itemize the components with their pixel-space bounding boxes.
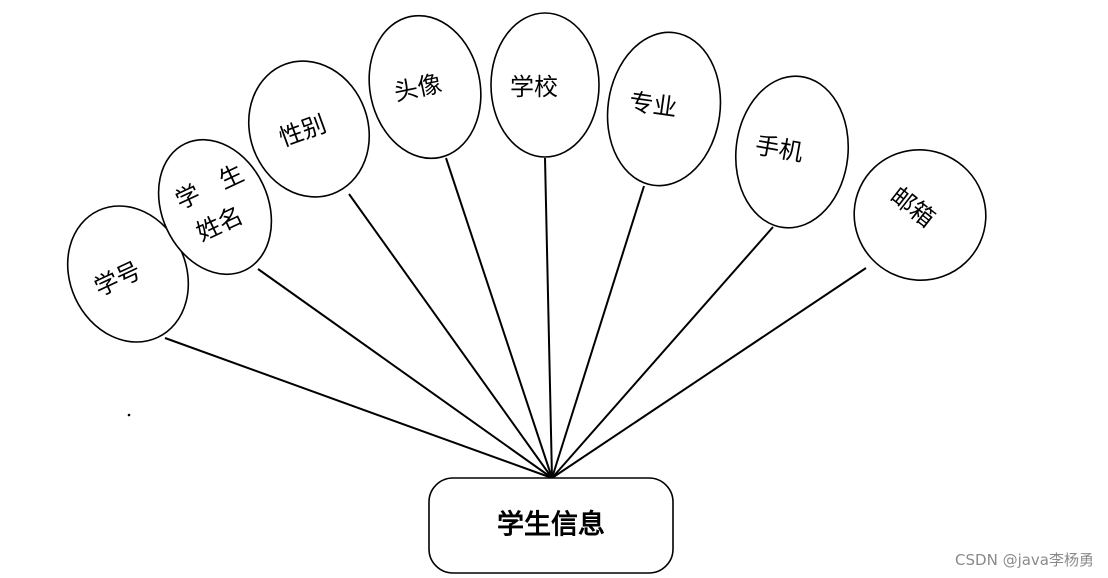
attribute-student-name: 学 生 姓名: [157, 138, 273, 276]
connector-major: [551, 185, 645, 479]
attribute-student-id: 学号: [66, 205, 190, 343]
connector-student-name: [257, 268, 553, 479]
attribute-ellipse: [606, 31, 722, 187]
connector-avatar: [445, 157, 553, 479]
connector-lines: [164, 157, 867, 479]
entity-student-info: 学生信息: [428, 477, 674, 574]
connector-email: [551, 267, 867, 479]
attribute-ellipse: [853, 149, 987, 281]
attribute-major: 专业: [606, 31, 722, 187]
attribute-gender: 性别: [247, 60, 371, 198]
attribute-label: 学校: [510, 73, 558, 101]
attribute-ellipse: [157, 138, 273, 276]
connector-student-id: [164, 337, 553, 479]
connector-gender: [348, 193, 553, 479]
watermark: CSDN @java李杨勇: [955, 551, 1094, 569]
connector-school: [544, 157, 553, 479]
attribute-avatar: 头像: [368, 14, 482, 160]
attribute-school: 学校: [490, 12, 600, 158]
attribute-ellipse: [734, 75, 850, 229]
entity-box: [428, 477, 674, 574]
attribute-email: 邮箱: [853, 149, 987, 281]
attribute-ellipse: [490, 12, 600, 158]
entity-label: 学生信息: [497, 509, 605, 541]
attribute-ellipse: [247, 60, 371, 198]
attribute-phone: 手机: [734, 75, 850, 229]
attribute-ellipse: [368, 14, 482, 160]
connector-phone: [551, 226, 774, 479]
stray-dot: [127, 413, 131, 417]
attribute-label: 专业: [627, 88, 678, 122]
